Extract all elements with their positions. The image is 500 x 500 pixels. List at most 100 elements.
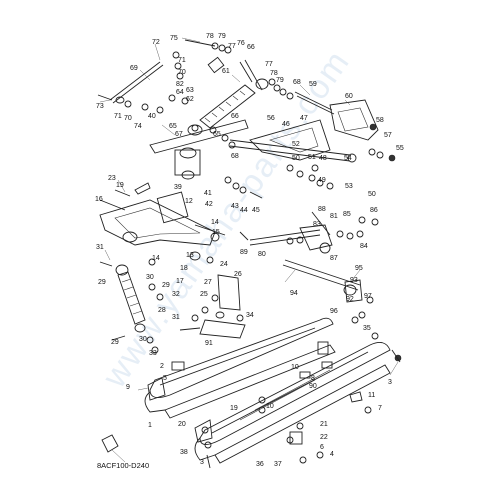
callout-57: 57 [384,132,392,139]
callout-71: 71 [178,57,186,64]
callout-10: 10 [291,364,299,371]
callout-13: 13 [186,252,194,259]
callout-65: 65 [169,123,177,130]
leader-lines [99,37,399,463]
callout-75: 75 [170,35,178,42]
callout-66: 66 [231,113,239,120]
callout-51: 51 [308,154,316,161]
center-linkage [179,274,246,339]
callout-71: 71 [114,113,122,120]
callout-17: 17 [176,278,184,285]
rear-arm-assembly [239,211,379,303]
callout-16: 16 [95,196,103,203]
callout-80: 80 [258,251,266,258]
callout-32: 32 [172,291,180,298]
callout-31: 31 [96,244,104,251]
callout-59: 59 [309,81,317,88]
callout-89: 89 [240,249,248,256]
callout-41: 41 [204,190,212,197]
callout-58: 58 [376,117,384,124]
callout-9: 9 [126,384,130,391]
callout-64: 64 [176,89,184,96]
callout-78: 78 [206,33,214,40]
callout-7: 7 [378,405,382,412]
callout-50: 50 [292,155,300,162]
callout-43: 43 [231,203,239,210]
upper-arm-assembly [97,39,396,180]
callout-30: 30 [139,336,147,343]
callout-77: 77 [265,61,273,68]
callout-50: 50 [368,191,376,198]
callout-2: 2 [160,363,164,370]
callout-15: 15 [212,229,220,236]
front-arm-assembly [99,182,226,264]
callout-1: 1 [148,422,152,429]
callout-76: 76 [237,40,245,47]
callout-53: 53 [345,183,353,190]
callout-70: 70 [124,115,132,122]
callout-63: 63 [186,87,194,94]
callout-19: 19 [116,182,124,189]
callout-29: 29 [162,282,170,289]
callout-14: 14 [211,219,219,226]
callout-66: 66 [247,44,255,51]
callout-37: 37 [274,461,282,468]
callout-10: 10 [266,403,274,410]
callout-65: 65 [213,131,221,138]
callout-77: 77 [228,43,236,50]
callout-78: 78 [270,70,278,77]
callout-74: 74 [134,123,142,130]
callout-85: 85 [343,211,351,218]
callout-93: 93 [350,277,358,284]
callout-4: 4 [330,451,334,458]
callout-70: 70 [178,69,186,76]
callout-18: 18 [180,265,188,272]
callout-3: 3 [200,459,204,466]
callout-6: 6 [320,444,324,451]
callout-19: 19 [230,405,238,412]
callout-72: 72 [152,39,160,46]
callout-12: 12 [185,198,193,205]
callout-21: 21 [320,421,328,428]
callout-42: 42 [205,201,213,208]
callout-27: 27 [204,279,212,286]
callout-54: 54 [344,155,352,162]
callout-30: 30 [146,274,154,281]
callout-8: 8 [311,375,315,382]
callout-96: 96 [330,308,338,315]
rear-shock-assembly [99,258,164,354]
callout-62: 62 [186,96,194,103]
callout-46: 46 [282,121,290,128]
callout-82: 82 [176,81,184,88]
callout-23: 23 [108,175,116,182]
callout-79: 79 [276,77,284,84]
callout-40: 40 [148,113,156,120]
callout-83: 83 [313,221,321,228]
callout-52: 52 [292,141,300,148]
callout-60: 60 [345,93,353,100]
callout-22: 22 [320,434,328,441]
callout-3: 3 [388,379,392,386]
callout-48: 48 [319,155,327,162]
callout-24: 24 [220,261,228,268]
callout-68: 68 [231,153,239,160]
callout-94: 94 [290,290,298,297]
callout-33: 33 [149,350,157,357]
callout-5: 5 [163,375,167,382]
callout-11: 11 [368,392,375,399]
callout-29: 29 [98,279,106,286]
callout-73: 73 [96,103,104,110]
mid-hardware [224,164,334,199]
callout-31: 31 [172,314,180,321]
callout-86: 86 [370,207,378,214]
callout-84: 84 [360,243,368,250]
callout-61: 61 [222,68,230,75]
callout-20: 20 [178,421,186,428]
callout-95: 95 [355,265,363,272]
callout-49: 49 [318,177,326,184]
slide-rails [101,296,402,469]
callout-91: 91 [205,340,213,347]
callout-81: 81 [330,213,338,220]
